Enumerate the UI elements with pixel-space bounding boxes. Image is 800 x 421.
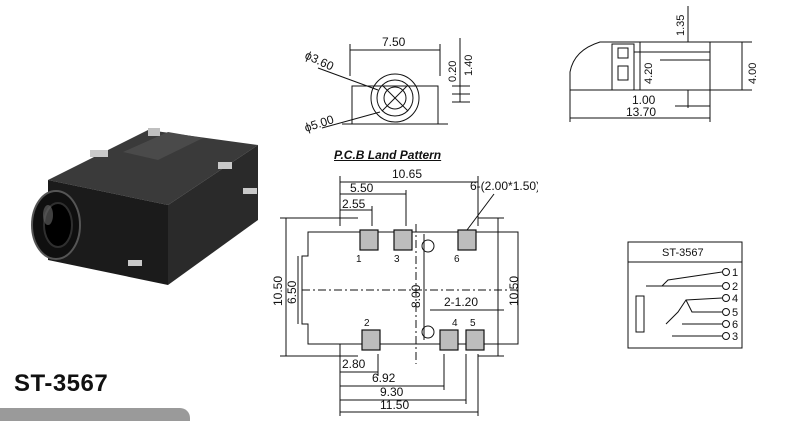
- pad-label-6: 6: [454, 254, 460, 265]
- pad-2: [361, 329, 381, 351]
- pcb-dim-280: 2.80: [342, 357, 366, 371]
- pad-label-5: 5: [470, 318, 476, 329]
- front-diameter-outer: ϕ5.00: [303, 112, 336, 135]
- front-dim-140: 1.40: [463, 55, 475, 76]
- schematic-pin-1: 1: [732, 267, 738, 279]
- schematic-drawing: ST-3567 1 2 4 5 6 3: [627, 241, 743, 349]
- pad-label-1: 1: [356, 254, 362, 265]
- pcb-dim-800: 8.00: [409, 284, 423, 308]
- side-dim-400: 4.00: [747, 63, 759, 84]
- schematic-title: ST-3567: [662, 247, 704, 259]
- pcb-dim-650: 6.50: [285, 280, 299, 304]
- pad-label-4: 4: [452, 318, 458, 329]
- footer-band: [0, 408, 190, 421]
- pcb-land-pattern-title: P.C.B Land Pattern: [334, 148, 442, 162]
- schematic-pin-3: 3: [732, 331, 738, 343]
- schematic-pin-4: 4: [732, 293, 738, 305]
- pcb-hole-spec: 2-1.20: [444, 295, 478, 309]
- pad-6: [457, 229, 477, 251]
- pad-5: [465, 329, 485, 351]
- pad-label-3: 3: [394, 254, 400, 265]
- front-width-label: 7.50: [382, 35, 406, 49]
- pad-3: [393, 229, 413, 251]
- pcb-pad-spec: 6-(2.00*1.50): [470, 179, 538, 193]
- front-diameter-inner: ϕ3.60: [303, 48, 336, 74]
- front-view-drawing: 7.50 0.20 1.40 ϕ3.60 ϕ5.00: [303, 35, 475, 135]
- side-dim-135: 1.35: [675, 15, 687, 36]
- side-dim-420: 4.20: [643, 63, 655, 84]
- pcb-dim-1050-right: 10.50: [507, 276, 521, 306]
- pcb-dim-1150: 11.50: [380, 398, 409, 412]
- side-dim-100: 1.00: [632, 93, 656, 107]
- schematic-pin-2: 2: [732, 281, 738, 293]
- pad-label-2: 2: [364, 318, 370, 329]
- pcb-dim-692: 6.92: [372, 371, 396, 385]
- pcb-land-pattern-drawing: 1 3 6 2 4 5 10.65 5.50 2.55 6-(2.00*1.50…: [271, 167, 538, 416]
- pcb-dim-1050-left: 10.50: [271, 276, 285, 306]
- pad-4: [439, 329, 459, 351]
- model-title: ST-3567: [14, 370, 109, 397]
- front-dim-020: 0.20: [447, 61, 459, 82]
- schematic-pin-6: 6: [732, 319, 738, 331]
- pcb-dim-255: 2.55: [342, 197, 366, 211]
- pcb-dim-550: 5.50: [350, 181, 374, 195]
- side-view-drawing: 1.35 4.20 4.00 1.00 13.70: [569, 6, 759, 122]
- schematic-pin-5: 5: [732, 307, 738, 319]
- pad-1: [359, 229, 379, 251]
- product-illustration: [31, 128, 258, 285]
- pcb-dim-930: 9.30: [380, 385, 404, 399]
- pcb-dim-1065: 10.65: [392, 167, 422, 181]
- side-dim-1370: 13.70: [626, 105, 656, 119]
